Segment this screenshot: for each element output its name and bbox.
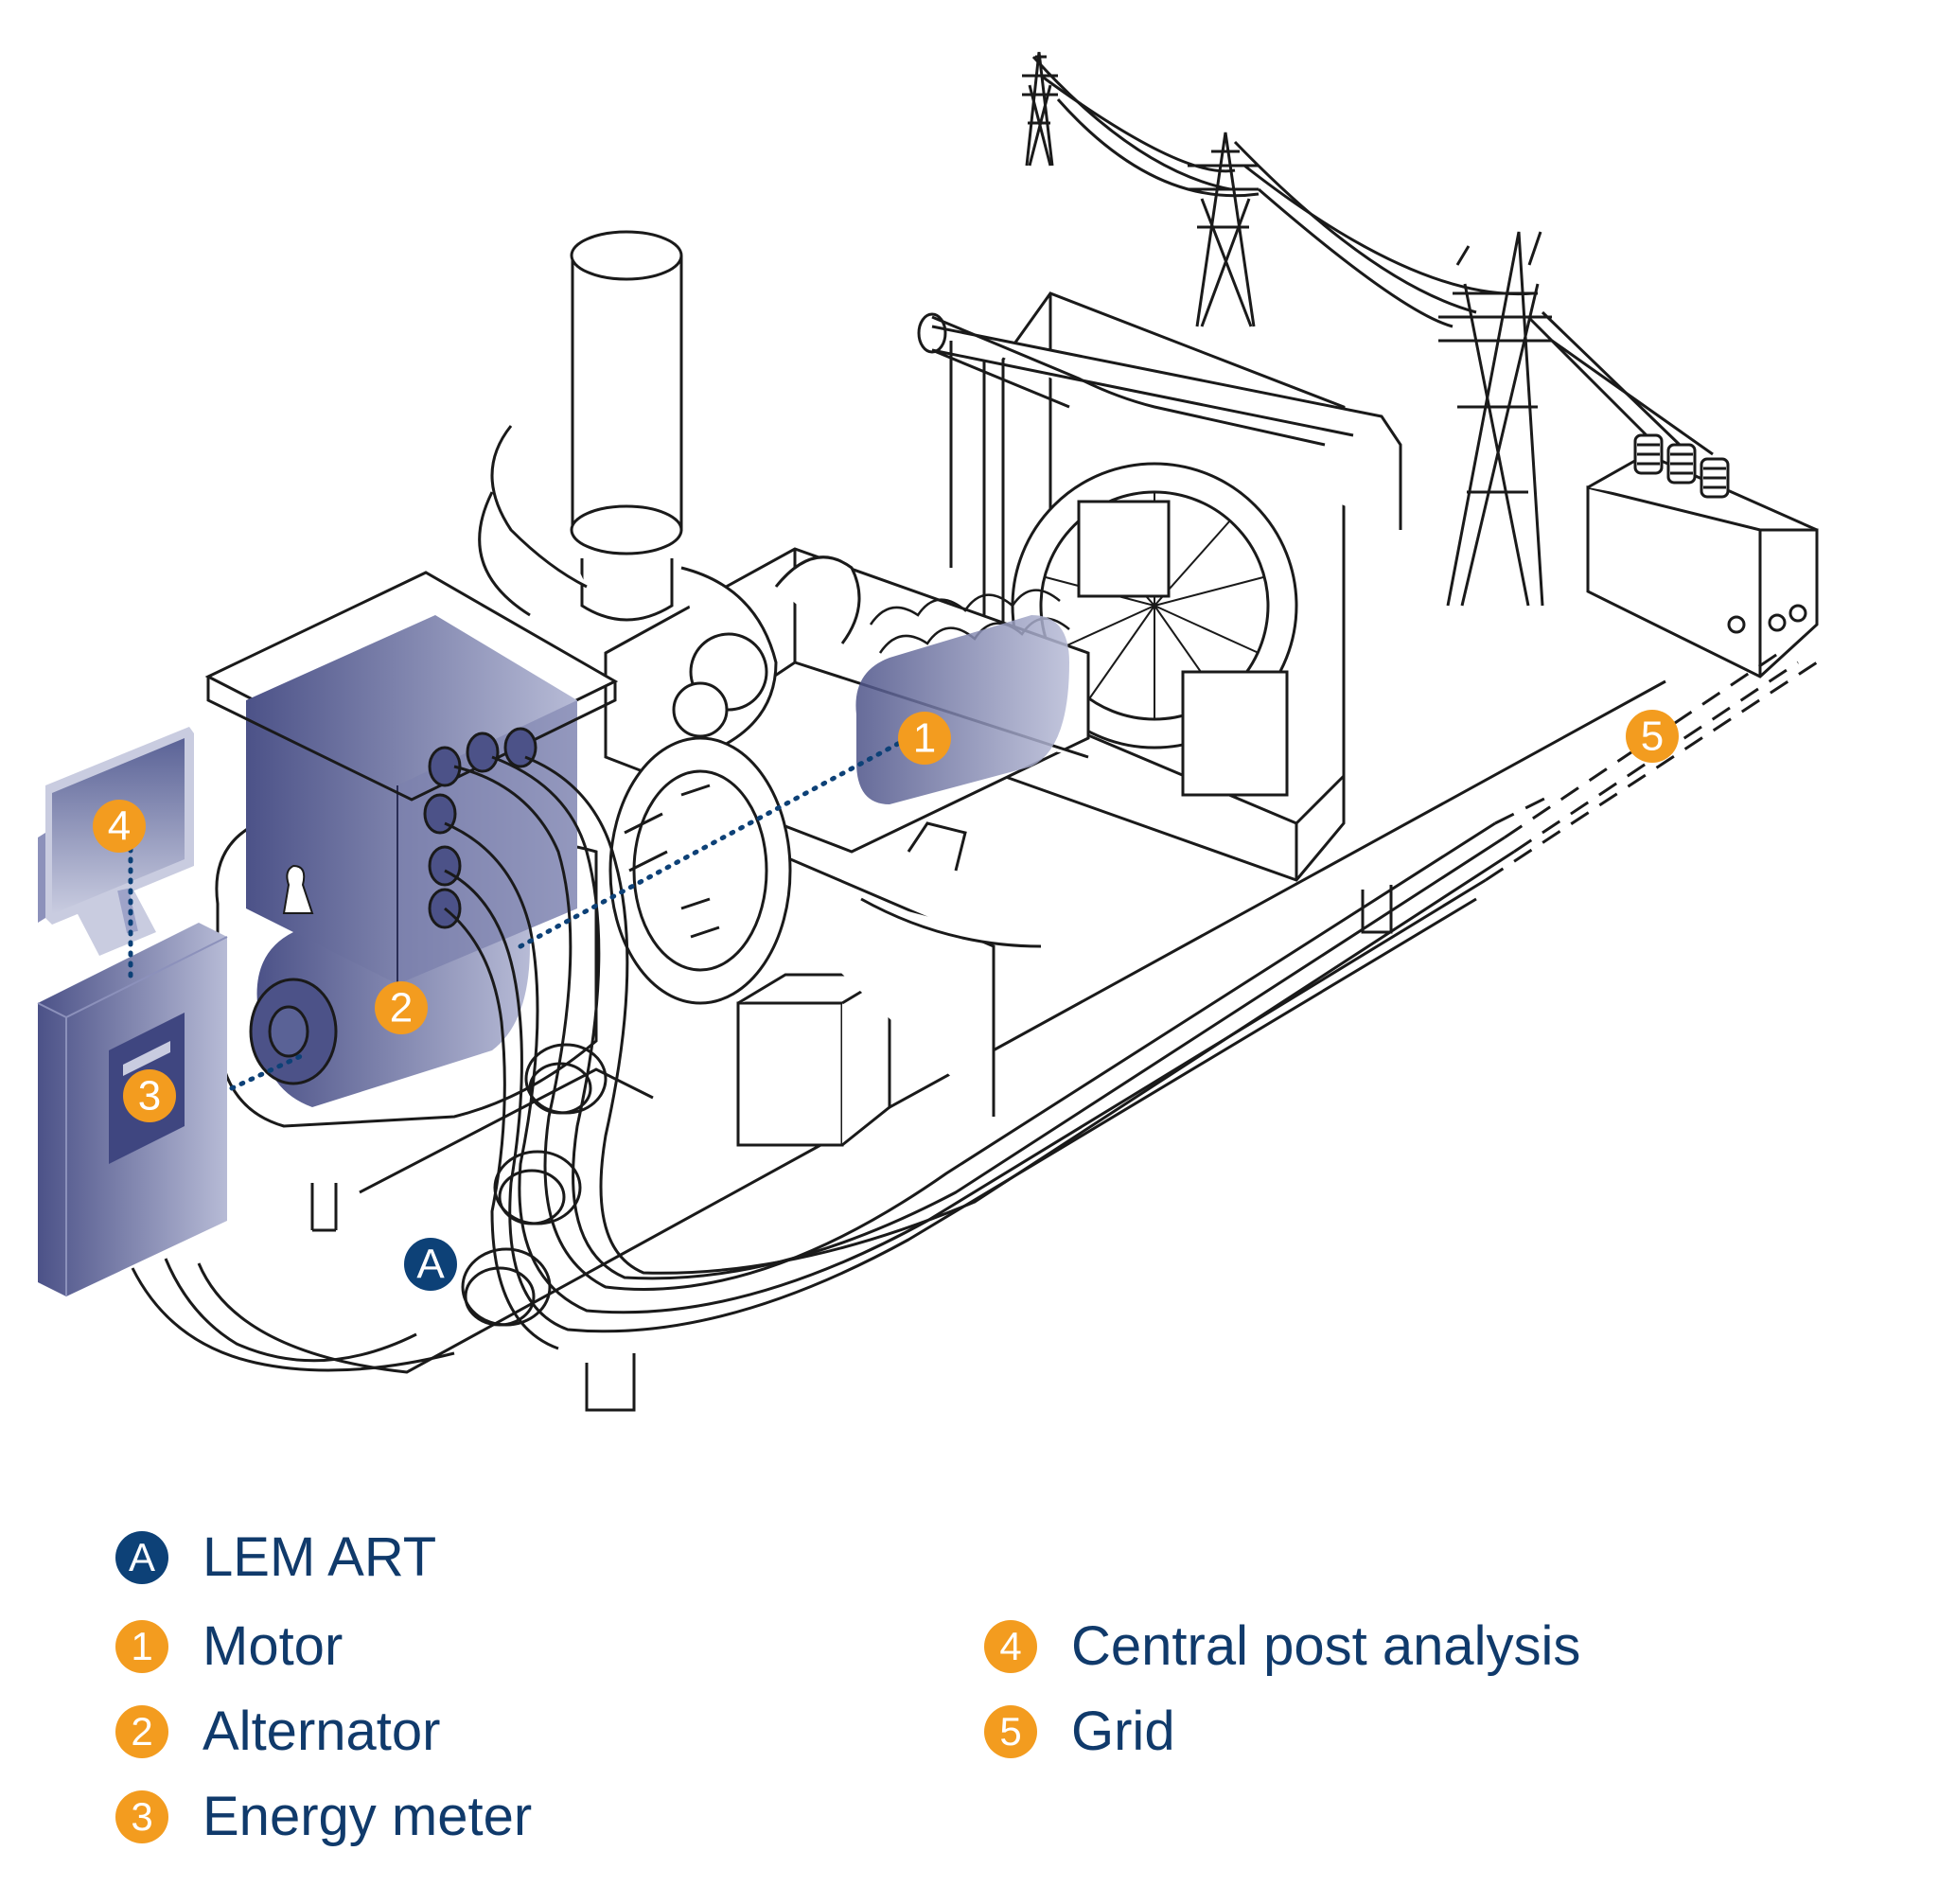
- legend-label: Motor: [203, 1615, 344, 1677]
- legend-badge: A: [115, 1530, 168, 1584]
- legend-label: Central post analysis: [1071, 1615, 1581, 1677]
- legend-item-central-post-analysis: 4 Central post analysis: [984, 1614, 1580, 1678]
- legend-badge: 3: [115, 1789, 168, 1843]
- svg-text:4: 4: [108, 803, 131, 850]
- legend-badge: 4: [984, 1619, 1037, 1673]
- coolant-pipes: [917, 312, 1326, 662]
- svg-text:3: 3: [138, 1073, 161, 1119]
- legend-badge: 1: [115, 1619, 168, 1673]
- tower-1: [1022, 51, 1058, 167]
- radiator: [931, 291, 1402, 882]
- svg-text:5: 5: [1641, 714, 1664, 760]
- svg-text:2: 2: [390, 985, 413, 1031]
- marker-1: 1: [898, 712, 951, 765]
- coupling-flange: [608, 736, 792, 1005]
- terminal-box: [204, 571, 619, 984]
- svg-text:1: 1: [913, 715, 936, 762]
- legend-item-lem-art: A LEM ART: [115, 1525, 436, 1589]
- legend-item-grid: 5 Grid: [984, 1700, 1175, 1763]
- marker-2: 2: [375, 981, 428, 1034]
- dotted-connectors: [128, 735, 911, 1091]
- legend-item-motor: 1 Motor: [115, 1614, 343, 1678]
- exhaust-stack: [478, 230, 861, 749]
- svg-text:A: A: [416, 1242, 445, 1288]
- current-sensor-rings: [131, 1043, 608, 1372]
- insulators: [1633, 433, 1730, 499]
- transmission-towers: [1022, 51, 1714, 607]
- legend-badge: 2: [115, 1704, 168, 1758]
- legend-badge: 5: [984, 1704, 1037, 1758]
- skid-base: [197, 679, 1666, 1412]
- legend-label: LEM ART: [203, 1526, 437, 1588]
- grid-transformer-box: [1586, 433, 1819, 679]
- tower-3: [1438, 231, 1552, 607]
- marker-5: 5: [1626, 710, 1679, 763]
- tower-2: [1188, 132, 1259, 327]
- legend-label: Energy meter: [203, 1786, 533, 1847]
- legend-label: Alternator: [203, 1701, 441, 1762]
- marker-4: 4: [93, 800, 146, 853]
- legend-label: Grid: [1071, 1701, 1175, 1762]
- marker-3: 3: [123, 1069, 176, 1122]
- marker-A: A: [404, 1238, 457, 1291]
- legend-item-alternator: 2 Alternator: [115, 1700, 440, 1763]
- legend-item-energy-meter: 3 Energy meter: [115, 1785, 532, 1848]
